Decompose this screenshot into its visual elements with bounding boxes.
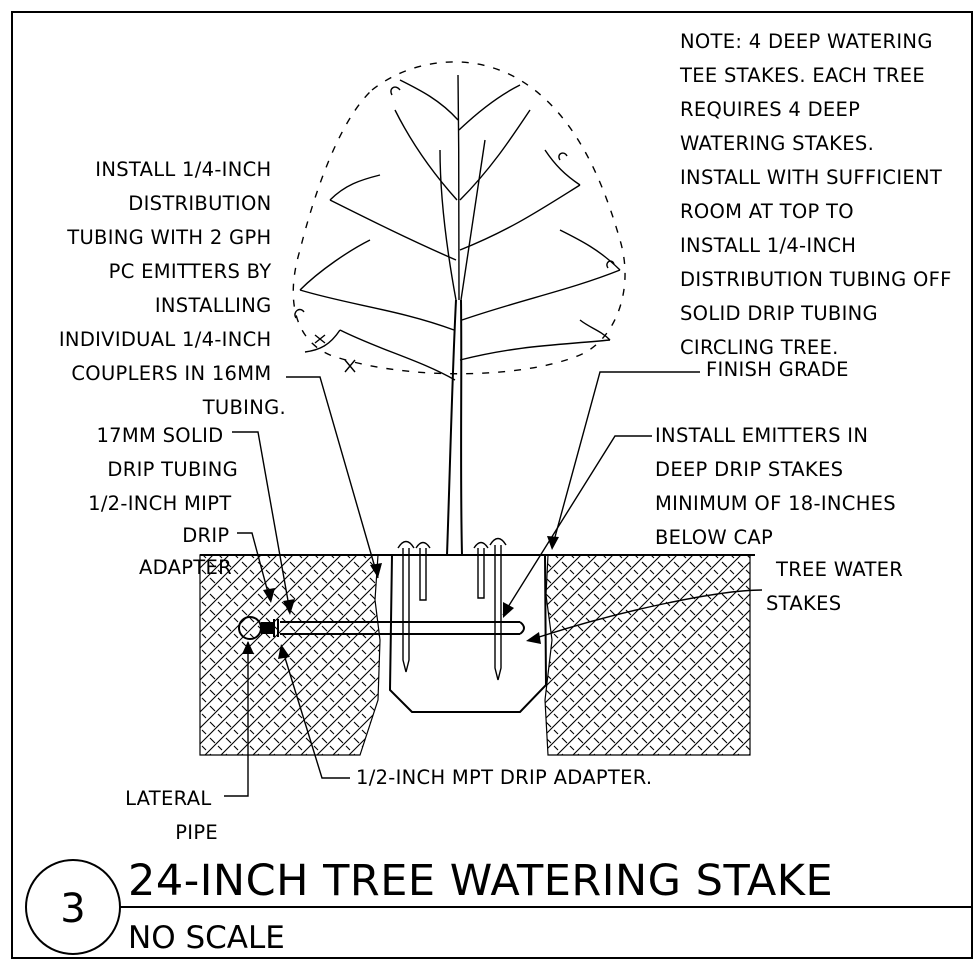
note-text: NOTE: 4 DEEP WATERING TEE STAKES. EACH T… xyxy=(679,30,958,359)
leader-install-emitters xyxy=(502,435,652,616)
detail-scale: NO SCALE xyxy=(128,920,285,956)
install-tubing-label: INSTALL 1/4-INCH DISTRIBUTION TUBING WIT… xyxy=(59,158,286,419)
leader-install-tubing xyxy=(286,376,379,579)
detail-number: 3 xyxy=(60,886,85,932)
detail-title: 24-INCH TREE WATERING STAKE xyxy=(128,856,833,906)
mpt-adapter-label: 1/2-INCH MPT DRIP ADAPTER. xyxy=(356,766,652,789)
tree-water-stakes xyxy=(397,537,507,681)
drip-adapter xyxy=(261,619,279,637)
lateral-pipe-label: LATERAL PIPE xyxy=(125,787,218,844)
mipt-adapter-label: 1/2-INCH MIPT DRIP ADAPTER xyxy=(88,492,238,579)
leader-mipt-adapter xyxy=(237,532,271,601)
leader-mpt-adapter xyxy=(281,647,350,779)
tree-water-stakes-label: TREE WATER STAKES xyxy=(766,558,910,615)
drip-tubing xyxy=(280,621,525,635)
native-soil xyxy=(199,554,751,756)
leader-lines xyxy=(224,371,763,797)
leader-solid-drip xyxy=(232,431,291,613)
finish-grade-label: FINISH GRADE xyxy=(706,358,849,381)
install-emitters-label: INSTALL EMITTERS IN DEEP DRIP STAKES MIN… xyxy=(655,424,902,549)
tree xyxy=(292,61,626,556)
solid-drip-label: 17MM SOLID DRIP TUBING xyxy=(96,424,238,481)
sheet-border xyxy=(11,11,973,959)
leader-finish-grade xyxy=(551,371,700,549)
leader-tree-water-stakes xyxy=(529,589,763,641)
leader-lateral-pipe xyxy=(224,642,249,797)
